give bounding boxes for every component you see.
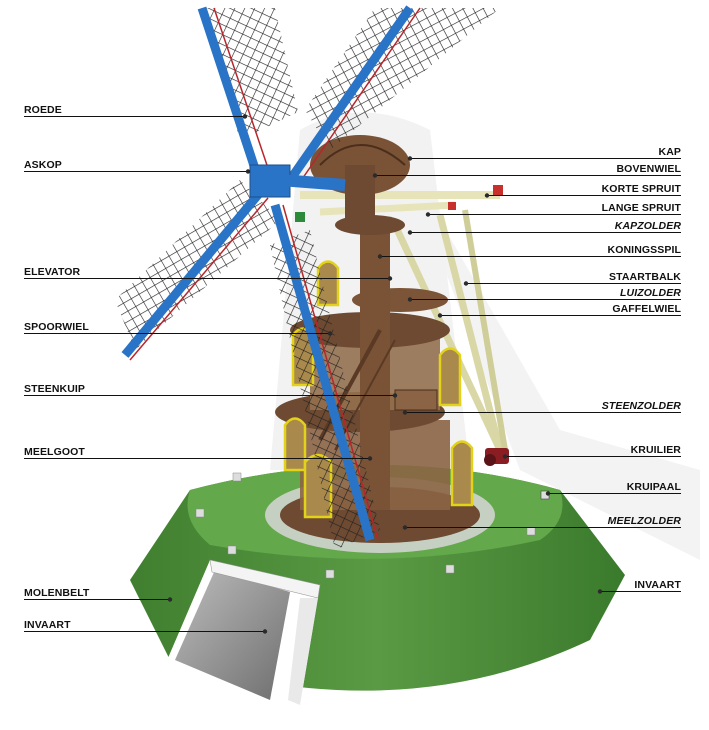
leader-dot-gaffelwiel — [437, 313, 443, 318]
label-kruilier: KRUILIER — [502, 444, 682, 459]
label-steenkuip: STEENKUIP — [24, 383, 398, 398]
leader-dot-kruipaal — [545, 491, 551, 496]
right-labels: KAP BOVENWIEL KORTE SPRUIT LANGE SPRUIT KAPZ… — [372, 146, 682, 594]
label-koningsspil: KONINGSSPIL — [377, 244, 682, 259]
label-kruipaal: KRUIPAAL — [545, 481, 682, 496]
label-lange-spruit: LANGE SPRUIT — [425, 202, 682, 217]
leader-dot-meelzolder — [402, 525, 408, 530]
leader-dot-kap — [407, 156, 413, 161]
kruilier-winch — [484, 448, 509, 466]
label-text-invaart-right: INVAART — [634, 579, 681, 591]
label-text-kruilier: KRUILIER — [631, 444, 682, 456]
kruipaal-posts — [195, 472, 550, 579]
leader-dot-korte-spruit — [484, 193, 490, 198]
label-text-gaffelwiel: GAFFELWIEL — [612, 303, 681, 315]
label-text-koningsspil: KONINGSSPIL — [608, 244, 682, 256]
leader-dot-steenkuip — [392, 393, 398, 398]
label-text-meelgoot: MEELGOOT — [24, 446, 85, 458]
staart-beams — [300, 185, 508, 452]
label-text-luizolder: LUIZOLDER — [620, 287, 681, 299]
label-text-spoorwiel: SPOORWIEL — [24, 321, 89, 333]
leader-dot-lange-spruit — [425, 212, 431, 217]
leader-dot-invaart-right — [597, 589, 603, 594]
label-elevator: ELEVATOR — [24, 266, 393, 281]
leader-dot-roede — [242, 114, 248, 119]
leader-dot-staartbalk — [463, 281, 469, 286]
label-invaart-right: INVAART — [597, 579, 681, 594]
leader-dot-elevator — [387, 276, 393, 281]
label-spoorwiel: SPOORWIEL — [24, 321, 333, 336]
label-text-lange-spruit: LANGE SPRUIT — [602, 202, 682, 214]
label-text-steenzolder: STEENZOLDER — [602, 400, 682, 412]
label-meelzolder: MEELZOLDER — [402, 515, 682, 530]
label-text-kap: KAP — [659, 146, 681, 158]
label-text-korte-spruit: KORTE SPRUIT — [602, 183, 682, 195]
label-meelgoot: MEELGOOT — [24, 446, 373, 461]
label-steenzolder: STEENZOLDER — [402, 400, 682, 415]
label-kapzolder: KAPZOLDER — [407, 220, 682, 235]
leader-dot-bovenwiel — [372, 173, 378, 178]
invaart-tunnel — [165, 559, 321, 705]
leader-dot-spoorwiel — [327, 331, 333, 336]
label-kap: KAP — [407, 146, 681, 161]
label-staartbalk: STAARTBALK — [463, 271, 681, 286]
label-text-molenbelt: MOLENBELT — [24, 587, 90, 599]
leader-dot-kruilier — [502, 454, 508, 459]
label-text-staartbalk: STAARTBALK — [609, 271, 681, 283]
leader-dot-kapzolder — [407, 230, 413, 235]
label-korte-spruit: KORTE SPRUIT — [484, 183, 682, 198]
label-gaffelwiel: GAFFELWIEL — [437, 303, 681, 318]
label-text-askop: ASKOP — [24, 159, 62, 171]
left-labels: ROEDE ASKOP ELEVATOR SPOORWIEL STEENKUIP MEEL… — [24, 104, 398, 634]
windmill-sails — [115, 5, 500, 550]
label-roede: ROEDE — [24, 104, 248, 119]
leader-dot-molenbelt — [167, 597, 173, 602]
leader-dot-koningsspil — [377, 254, 383, 259]
label-text-invaart-left: INVAART — [24, 619, 71, 631]
label-text-steenkuip: STEENKUIP — [24, 383, 85, 395]
label-molenbelt: MOLENBELT — [24, 587, 173, 602]
label-text-kapzolder: KAPZOLDER — [615, 220, 682, 232]
label-luizolder: LUIZOLDER — [407, 287, 681, 302]
label-text-elevator: ELEVATOR — [24, 266, 81, 278]
leader-dot-meelgoot — [367, 456, 373, 461]
label-text-roede: ROEDE — [24, 104, 62, 116]
label-text-kruipaal: KRUIPAAL — [627, 481, 682, 493]
leader-dot-askop — [245, 169, 251, 174]
label-text-meelzolder: MEELZOLDER — [608, 515, 682, 527]
leader-dot-luizolder — [407, 297, 413, 302]
leader-dot-steenzolder — [402, 410, 408, 415]
label-text-bovenwiel: BOVENWIEL — [617, 163, 682, 175]
leader-dot-invaart-left — [262, 629, 268, 634]
label-invaart-left: INVAART — [24, 619, 268, 634]
label-bovenwiel: BOVENWIEL — [372, 163, 682, 178]
label-askop: ASKOP — [24, 159, 251, 174]
